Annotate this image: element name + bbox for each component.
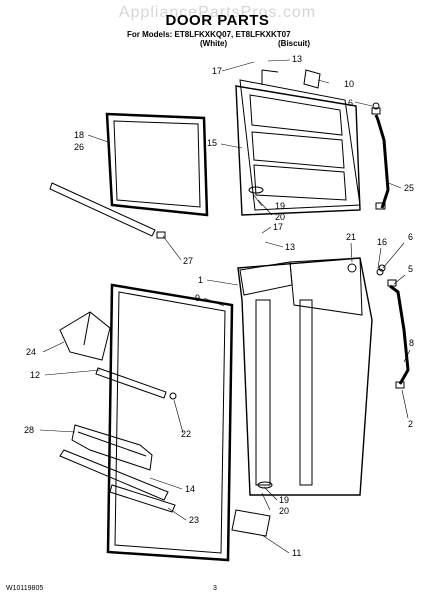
callout-18: 18 xyxy=(74,130,84,140)
page-number: 3 xyxy=(213,585,217,592)
door-bin xyxy=(71,424,153,471)
callout-16: 16 xyxy=(377,237,387,247)
fresh-food-door-liner xyxy=(237,257,373,496)
cap-21 xyxy=(347,263,357,273)
dairy-hinge-pin xyxy=(169,392,177,400)
callout-27: 27 xyxy=(183,256,193,266)
variant-biscuit: (Biscuit) xyxy=(278,39,310,48)
callouts: 17 13 10 6 15 18 26 25 19 20 17 13 21 16… xyxy=(24,54,414,558)
variant-white: (White) xyxy=(200,39,228,48)
callout-25: 25 xyxy=(404,183,414,193)
callout-2: 2 xyxy=(408,419,413,429)
dairy-door xyxy=(59,311,111,361)
shelf-trim xyxy=(95,367,167,399)
screw-16 xyxy=(376,268,384,276)
freezer-gasket xyxy=(105,112,209,217)
callout-12: 12 xyxy=(30,370,40,380)
callout-14: 14 xyxy=(185,484,195,494)
callout-17: 17 xyxy=(212,66,222,76)
callout-9: 9 xyxy=(195,293,200,303)
callout-22: 22 xyxy=(181,429,191,439)
freezer-breaker-strip xyxy=(49,182,156,237)
watermark: AppliancePartsPros.com xyxy=(118,4,317,21)
screw-6b xyxy=(378,264,386,272)
fresh-food-gasket xyxy=(106,283,234,562)
callout-13b: 13 xyxy=(285,242,295,252)
callout-21: 21 xyxy=(346,232,356,242)
callout-23: 23 xyxy=(189,515,199,525)
rating-label xyxy=(303,69,321,89)
leader-lines xyxy=(39,59,411,554)
door-trim-strip xyxy=(109,484,176,513)
page-title: DOOR PARTS xyxy=(165,12,270,29)
hinge-clip xyxy=(156,231,166,239)
callout-19b: 19 xyxy=(279,495,289,505)
callout-5: 5 xyxy=(408,264,413,274)
callout-10: 10 xyxy=(344,79,354,89)
hinge-bushing xyxy=(248,186,264,194)
callout-11: 11 xyxy=(292,548,301,558)
callout-24: 24 xyxy=(26,347,36,357)
freezer-handle xyxy=(371,107,390,210)
screw-6a xyxy=(372,102,380,110)
callout-6b: 6 xyxy=(408,232,413,242)
callout-19: 19 xyxy=(275,201,285,211)
bottom-cover xyxy=(231,509,271,537)
callout-17b: 17 xyxy=(273,222,283,232)
freezer-door-liner xyxy=(235,69,361,216)
callout-13: 13 xyxy=(292,54,302,64)
callout-15: 15 xyxy=(207,138,217,148)
callout-8: 8 xyxy=(409,338,414,348)
callout-20b: 20 xyxy=(279,506,289,516)
document-number: W10119805 xyxy=(6,585,44,592)
callout-28: 28 xyxy=(24,425,34,435)
callout-26: 26 xyxy=(74,142,84,152)
bottom-breaker-strip xyxy=(59,449,169,501)
callout-20: 20 xyxy=(275,212,285,222)
fresh-food-handle xyxy=(387,279,410,389)
callout-1: 1 xyxy=(198,275,203,285)
models-line: For Models: ET8LFKXKQ07, ET8LFKXKT07 xyxy=(127,30,291,39)
callout-6: 6 xyxy=(348,98,353,108)
